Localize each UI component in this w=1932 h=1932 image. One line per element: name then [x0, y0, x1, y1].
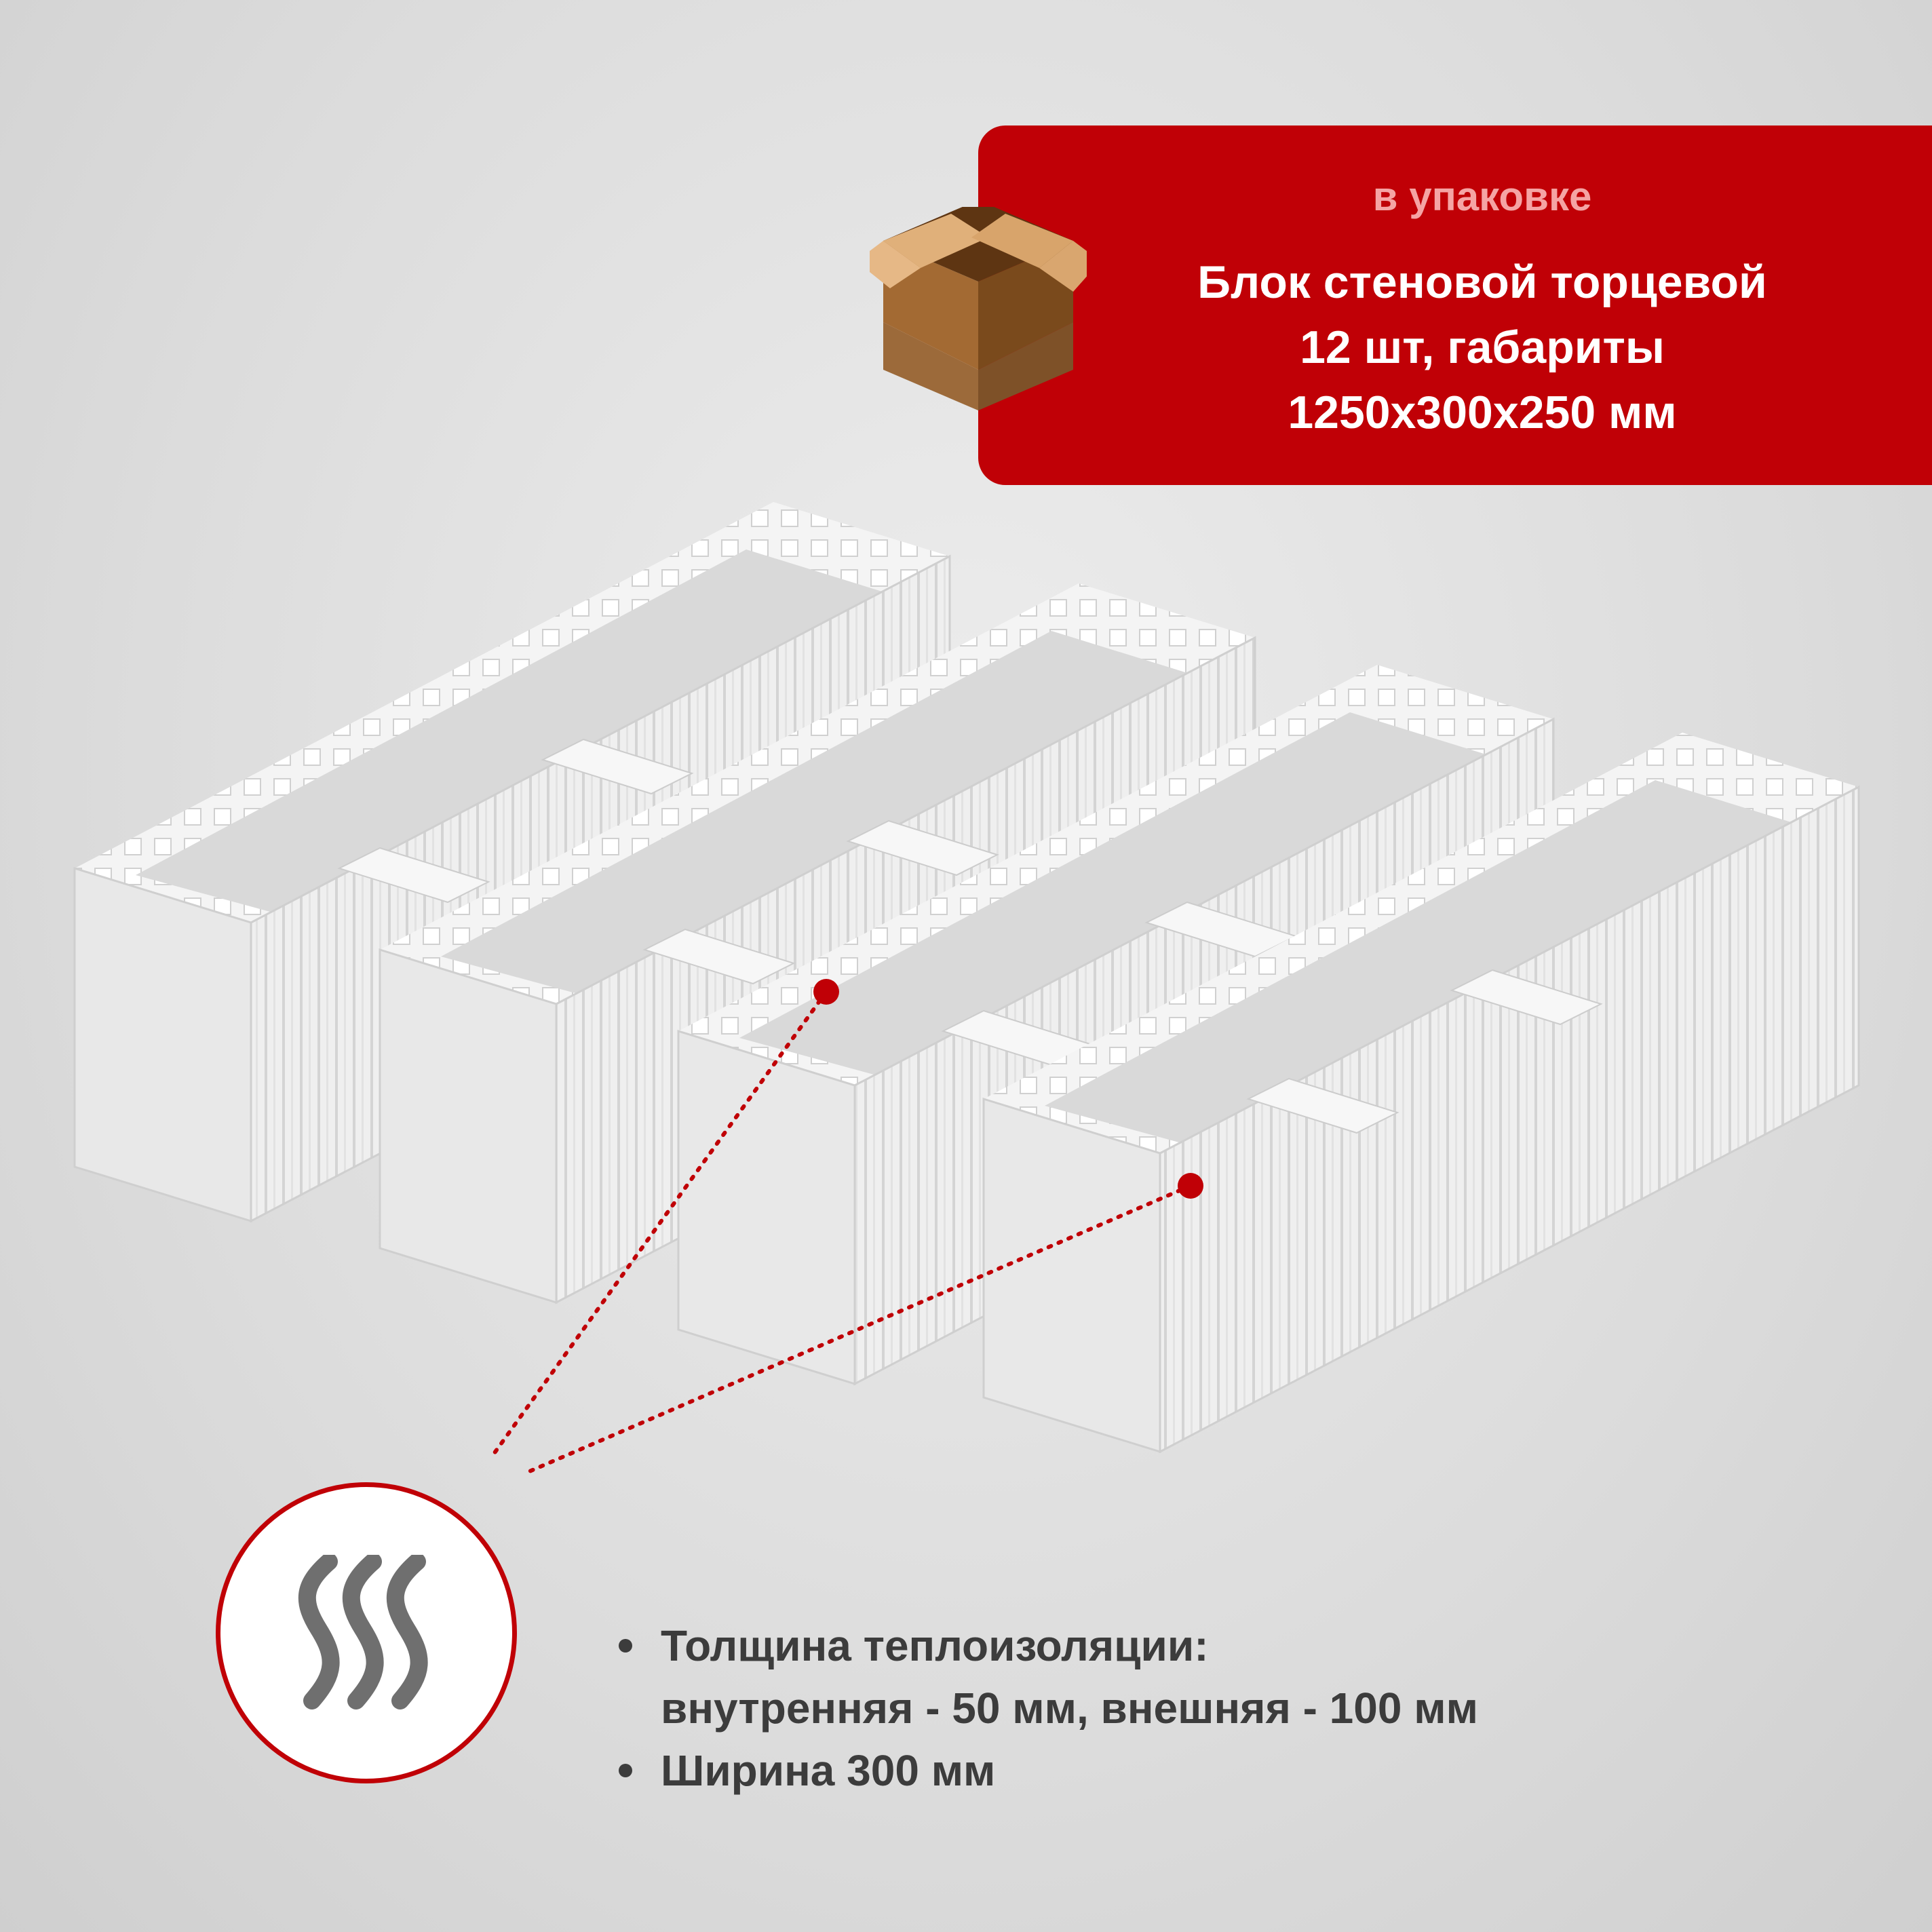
product-illustration	[73, 502, 1860, 1454]
package-line-dimensions: 1250x300x250 мм	[1288, 387, 1677, 438]
heat-insulation-badge	[216, 1482, 517, 1783]
heat-waves-icon	[298, 1555, 428, 1709]
package-label: в упаковке	[1372, 174, 1592, 219]
feature-insulation-title: Толщина теплоизоляции:	[661, 1621, 1209, 1670]
feature-list: Толщина теплоизоляции: внутренняя - 50 м…	[611, 1615, 1899, 1802]
feature-item-width: Ширина 300 мм	[611, 1739, 1899, 1802]
package-line-quantity: 12 шт, габариты	[1300, 322, 1665, 373]
package-description: Блок стеновой торцевой 12 шт, габариты 1…	[1153, 250, 1811, 445]
package-info-card	[978, 125, 1932, 485]
cardboard-box-icon	[870, 207, 1087, 410]
feature-insulation-values: внутренняя - 50 мм, внешняя - 100 мм	[661, 1684, 1478, 1733]
feature-width-text: Ширина 300 мм	[661, 1746, 996, 1795]
package-line-product: Блок стеновой торцевой	[1197, 256, 1767, 308]
feature-item-insulation: Толщина теплоизоляции: внутренняя - 50 м…	[611, 1615, 1899, 1739]
